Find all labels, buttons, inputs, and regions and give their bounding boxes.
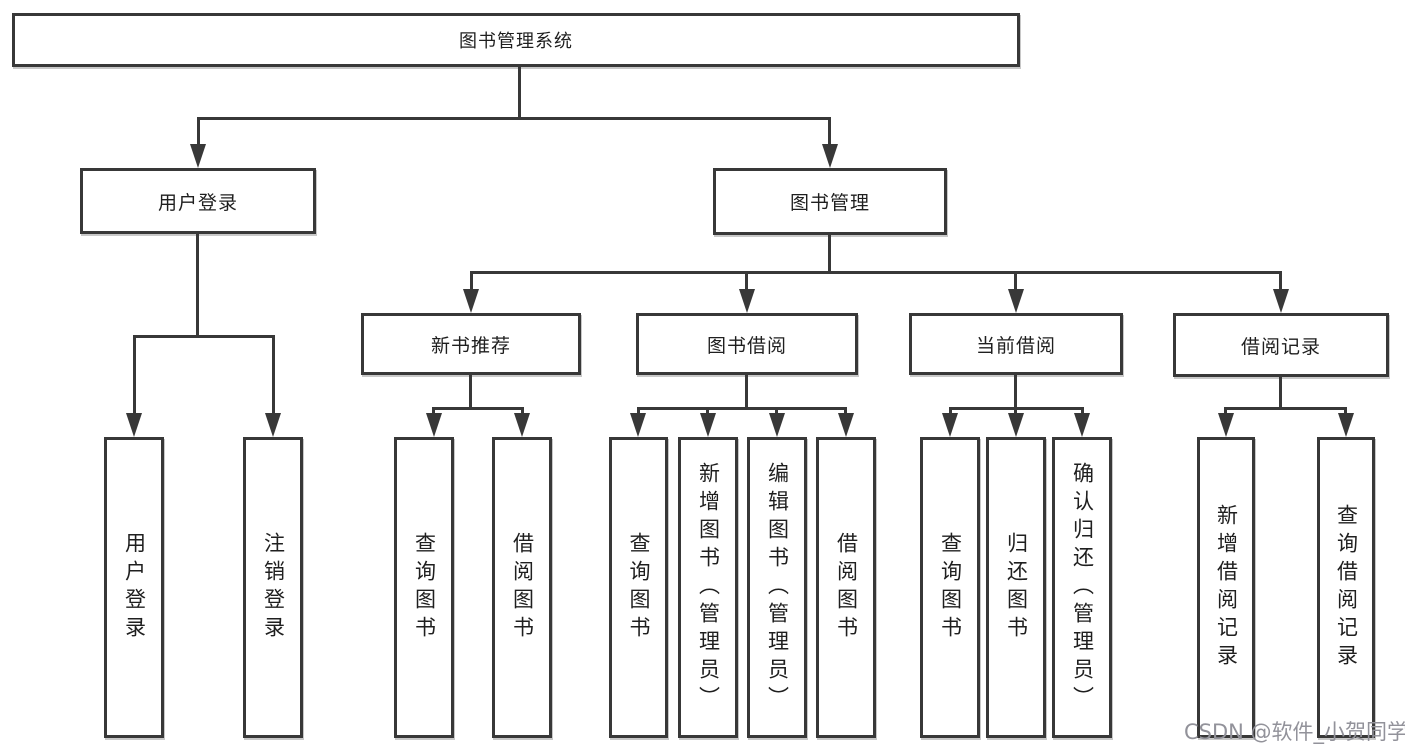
connector-line bbox=[949, 407, 952, 417]
connector-line bbox=[432, 407, 524, 410]
leaf-edit-book-admin: 编辑图书（管理员） bbox=[747, 437, 807, 738]
node-root: 图书管理系统 bbox=[12, 13, 1020, 67]
node-current-borrowing: 当前借阅 bbox=[909, 313, 1123, 375]
leaf-query-books-borrowing: 查询图书 bbox=[609, 437, 668, 738]
leaf-query-books-recommend: 查询图书 bbox=[394, 437, 454, 738]
arrow-down-icon bbox=[769, 413, 785, 437]
arrow-down-icon bbox=[1273, 289, 1289, 313]
connector-line bbox=[196, 234, 199, 335]
leaf-logout-label: 注销登录 bbox=[261, 531, 286, 644]
connector-line bbox=[844, 407, 847, 417]
connector-line bbox=[828, 235, 831, 271]
leaf-add-borrow-record: 新增借阅记录 bbox=[1197, 437, 1255, 738]
leaf-confirm-return-admin: 确认归还（管理员） bbox=[1052, 437, 1112, 738]
arrow-down-icon bbox=[739, 289, 755, 313]
arrow-down-icon bbox=[126, 413, 142, 437]
arrow-down-icon bbox=[514, 413, 530, 437]
arrow-down-icon bbox=[1218, 413, 1234, 437]
leaf-borrow-books-borrowing-label: 借阅图书 bbox=[834, 531, 859, 644]
connector-line bbox=[637, 407, 846, 410]
csdn-watermark: CSDN @软件_小贺同学 bbox=[1184, 720, 1405, 744]
connector-line bbox=[1224, 407, 1346, 410]
arrow-down-icon bbox=[822, 144, 838, 168]
connector-line bbox=[272, 335, 275, 417]
connector-line bbox=[470, 271, 473, 293]
leaf-query-borrow-record-label: 查询借阅记录 bbox=[1334, 503, 1359, 672]
leaf-user-login-label: 用户登录 bbox=[122, 531, 147, 644]
arrow-down-icon bbox=[463, 289, 479, 313]
connector-line bbox=[1279, 377, 1282, 407]
connector-line bbox=[197, 117, 200, 148]
leaf-borrow-books-borrowing: 借阅图书 bbox=[816, 437, 876, 738]
node-book-borrowing: 图书借阅 bbox=[636, 313, 858, 375]
connector-line bbox=[1344, 407, 1347, 417]
connector-line bbox=[1081, 407, 1084, 417]
leaf-add-book-admin: 新增图书（管理员） bbox=[678, 437, 738, 738]
leaf-query-books-current-label: 查询图书 bbox=[938, 531, 963, 644]
connector-line bbox=[1279, 271, 1282, 293]
arrow-down-icon bbox=[630, 413, 646, 437]
arrow-down-icon bbox=[838, 413, 854, 437]
arrow-down-icon bbox=[942, 413, 958, 437]
arrow-down-icon bbox=[265, 413, 281, 437]
leaf-return-book: 归还图书 bbox=[986, 437, 1046, 738]
connector-line bbox=[1224, 407, 1227, 417]
arrow-down-icon bbox=[1338, 413, 1354, 437]
leaf-query-books-current: 查询图书 bbox=[920, 437, 980, 738]
connector-line bbox=[745, 271, 748, 293]
leaf-query-books-borrowing-label: 查询图书 bbox=[627, 531, 651, 644]
connector-line bbox=[1014, 375, 1017, 407]
leaf-add-book-admin-label: 新增图书（管理员） bbox=[696, 461, 721, 714]
connector-line bbox=[197, 117, 831, 120]
leaf-return-book-label: 归还图书 bbox=[1004, 531, 1029, 644]
node-new-book-recommend: 新书推荐 bbox=[361, 313, 581, 375]
arrow-down-icon bbox=[1074, 413, 1090, 437]
connector-line bbox=[637, 407, 640, 417]
connector-line bbox=[521, 407, 524, 417]
leaf-borrow-books-recommend-label: 借阅图书 bbox=[510, 531, 535, 644]
node-borrowing-records: 借阅记录 bbox=[1173, 313, 1389, 377]
leaf-query-books-recommend-label: 查询图书 bbox=[412, 531, 437, 644]
connector-line bbox=[469, 375, 472, 407]
arrow-down-icon bbox=[700, 413, 716, 437]
connector-line bbox=[745, 375, 748, 407]
connector-line bbox=[828, 117, 831, 148]
connector-line bbox=[470, 271, 1282, 274]
connector-line bbox=[432, 407, 435, 417]
node-user-login: 用户登录 bbox=[80, 168, 316, 234]
leaf-add-borrow-record-label: 新增借阅记录 bbox=[1214, 503, 1239, 672]
leaf-edit-book-admin-label: 编辑图书（管理员） bbox=[765, 461, 790, 714]
leaf-query-borrow-record: 查询借阅记录 bbox=[1317, 437, 1375, 738]
connector-line bbox=[1014, 407, 1017, 417]
leaf-borrow-books-recommend: 借阅图书 bbox=[492, 437, 552, 738]
leaf-logout: 注销登录 bbox=[243, 437, 303, 738]
arrow-down-icon bbox=[1008, 289, 1024, 313]
arrow-down-icon bbox=[1008, 413, 1024, 437]
connector-line bbox=[1014, 271, 1017, 293]
arrow-down-icon bbox=[426, 413, 442, 437]
connector-line bbox=[133, 335, 275, 338]
connector-line bbox=[518, 67, 521, 117]
connector-line bbox=[706, 407, 709, 417]
node-book-management: 图书管理 bbox=[713, 168, 947, 235]
arrow-down-icon bbox=[190, 144, 206, 168]
connector-line bbox=[133, 335, 136, 417]
leaf-confirm-return-admin-label: 确认归还（管理员） bbox=[1070, 461, 1095, 714]
connector-line bbox=[775, 407, 778, 417]
leaf-user-login: 用户登录 bbox=[104, 437, 164, 738]
